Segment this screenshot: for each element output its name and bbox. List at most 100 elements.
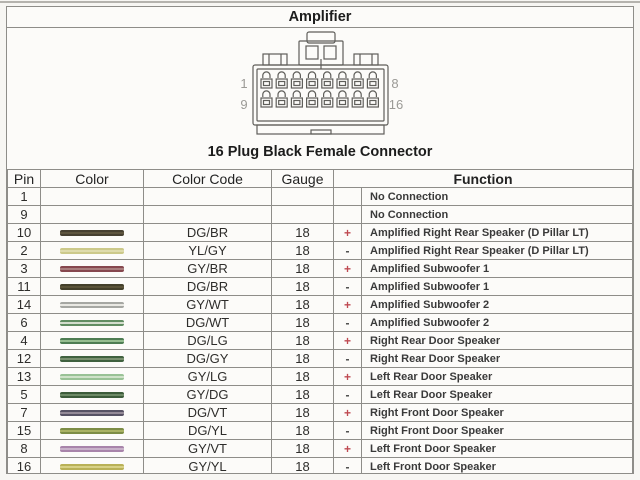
polarity-cell: + <box>333 367 362 386</box>
function-cell: Amplified Subwoofer 2 <box>361 313 633 332</box>
wire-color-cell <box>40 439 144 458</box>
table-row: 3 GY/BR 18 + Amplified Subwoofer 1 <box>7 259 633 278</box>
color-code-cell: DG/BR <box>143 223 272 242</box>
function-cell: Amplified Subwoofer 1 <box>361 277 633 296</box>
wire-color-swatch <box>60 319 124 326</box>
connector-caption: 16 Plug Black Female Connector <box>207 144 433 160</box>
gauge-cell <box>271 205 334 224</box>
pin-terminal-box <box>366 97 379 108</box>
pin-terminal-arch <box>337 71 347 78</box>
pin-terminal-box <box>290 78 303 89</box>
pin-cell: 7 <box>7 403 41 422</box>
table-row: 1 No Connection <box>7 187 633 206</box>
pin-terminal-arch <box>261 90 271 97</box>
pin-terminal-contact <box>323 99 331 106</box>
pin-terminal-arch <box>276 90 286 97</box>
pin-terminal-contact <box>292 80 301 87</box>
table-row: 16 GY/YL 18 - Left Front Door Speaker <box>7 457 633 473</box>
pin-terminal-contact <box>323 80 331 87</box>
color-code-cell: DG/GY <box>143 349 272 368</box>
color-code-cell: GY/WT <box>143 295 272 314</box>
latch-window-right <box>322 45 337 60</box>
function-cell: Left Rear Door Speaker <box>361 367 633 386</box>
pin-terminal-contact <box>353 99 361 106</box>
connector-body-inner <box>255 68 385 122</box>
wire-color-swatch <box>60 301 124 308</box>
table-row: 6 DG/WT 18 - Amplified Subwoofer 2 <box>7 313 633 332</box>
table-row: 8 GY/VT 18 + Left Front Door Speaker <box>7 439 633 458</box>
pin-terminal-contact <box>338 80 346 87</box>
wire-color-cell <box>40 385 144 404</box>
function-cell: Left Front Door Speaker <box>361 457 633 473</box>
connector-base-notch <box>309 129 332 135</box>
gauge-cell: 18 <box>271 367 334 386</box>
pin-terminal-box <box>320 97 333 108</box>
pin-cell: 4 <box>7 331 41 350</box>
polarity-cell <box>333 187 362 206</box>
pin-terminal-arch <box>337 90 347 97</box>
header-function: Function <box>333 169 633 188</box>
color-code-cell: DG/BR <box>143 277 272 296</box>
pin-terminal-arch <box>368 71 377 78</box>
color-code-cell: DG/LG <box>143 331 272 350</box>
function-cell: No Connection <box>361 187 633 206</box>
header-color-code: Color Code <box>143 169 272 188</box>
gauge-cell: 18 <box>271 313 334 332</box>
table-row: 15 DG/YL 18 - Right Front Door Speaker <box>7 421 633 440</box>
function-cell: Left Front Door Speaker <box>361 439 633 458</box>
gauge-cell: 18 <box>271 403 334 422</box>
pin-terminal-contact <box>277 99 285 106</box>
function-cell: Right Rear Door Speaker <box>361 331 633 350</box>
pin-terminal-box <box>335 97 349 108</box>
gauge-cell: 18 <box>271 457 334 473</box>
polarity-cell: - <box>333 385 362 404</box>
function-cell: Amplified Subwoofer 2 <box>361 295 633 314</box>
pin-terminal-box <box>305 78 318 89</box>
gauge-cell: 18 <box>271 295 334 314</box>
wire-color-cell <box>40 277 144 296</box>
wire-color-swatch <box>60 247 124 254</box>
gauge-cell <box>271 187 334 206</box>
table-header-row: Pin Color Color Code Gauge Function <box>7 169 633 188</box>
gauge-cell: 18 <box>271 385 334 404</box>
wire-color-cell <box>40 457 144 473</box>
pin-terminal-box <box>366 78 379 89</box>
wire-color-swatch <box>60 409 124 416</box>
polarity-cell: - <box>333 421 362 440</box>
polarity-cell: + <box>333 223 362 242</box>
wire-color-swatch <box>60 445 124 452</box>
pin-terminal-arch <box>352 71 362 78</box>
pin-terminal-arch <box>261 71 271 78</box>
table-row: 7 DG/VT 18 + Right Front Door Speaker <box>7 403 633 422</box>
color-code-cell: GY/DG <box>143 385 272 404</box>
polarity-cell: - <box>333 241 362 260</box>
pin-terminal-box <box>320 78 333 89</box>
wire-color-swatch <box>60 373 124 380</box>
pin-terminal-arch <box>292 71 301 78</box>
pin-terminal-contact <box>338 99 346 106</box>
pin-cell: 3 <box>7 259 41 278</box>
latch-tab <box>305 31 336 44</box>
gauge-cell: 18 <box>271 421 334 440</box>
gauge-cell: 18 <box>271 331 334 350</box>
pin-terminal-box <box>275 97 288 108</box>
pin-terminal-arch <box>322 71 331 78</box>
color-code-cell: DG/YL <box>143 421 272 440</box>
color-code-cell: DG/VT <box>143 403 272 422</box>
pin-cell: 15 <box>7 421 41 440</box>
header-color: Color <box>40 169 144 188</box>
table-row: 2 YL/GY 18 - Amplified Right Rear Speake… <box>7 241 633 260</box>
pin-terminal-arch <box>368 90 377 97</box>
pin-terminal-arch <box>322 90 331 97</box>
pin-terminal-contact <box>262 99 270 106</box>
polarity-cell: + <box>333 295 362 314</box>
pin-terminal-contact <box>307 80 316 87</box>
wire-color-cell <box>40 349 144 368</box>
function-cell: Right Rear Door Speaker <box>361 349 633 368</box>
pin-cell: 6 <box>7 313 41 332</box>
pin-terminal-contact <box>368 80 376 87</box>
gauge-cell: 18 <box>271 223 334 242</box>
function-cell: Amplified Right Rear Speaker (D Pillar L… <box>361 241 633 260</box>
connector-body-outer <box>251 64 389 126</box>
wire-color-swatch <box>60 391 124 398</box>
